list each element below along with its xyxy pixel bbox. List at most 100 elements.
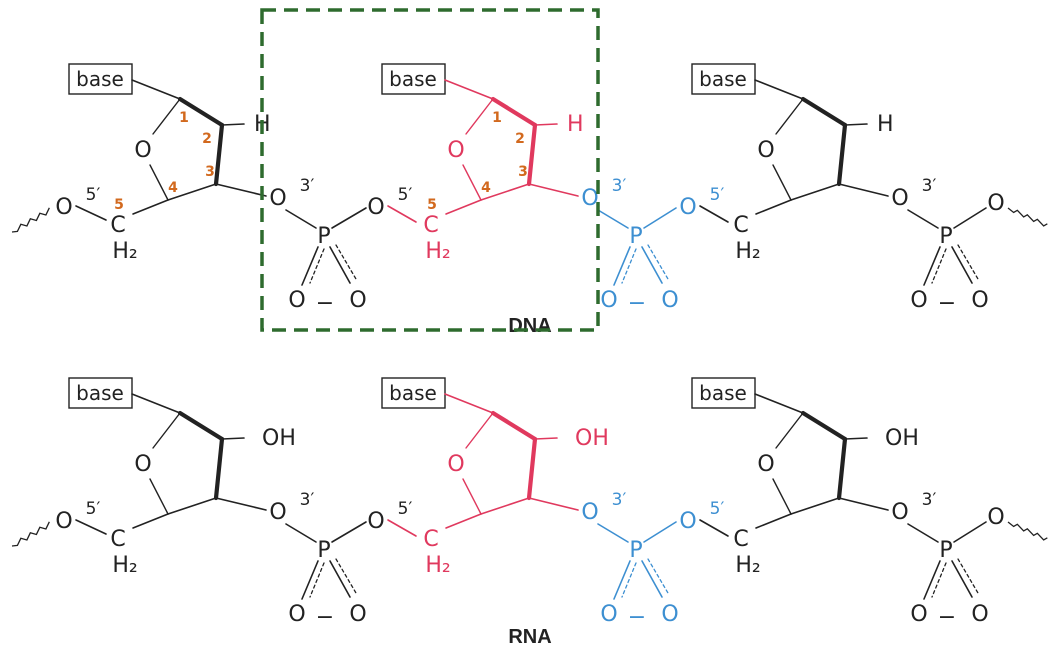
dna-unit2-3prime-oxygen-prime-label: 3′ (612, 176, 627, 196)
rna-nucleotide-2-glycosidic-bond (444, 393, 494, 414)
dna-phosphate1-o3-p-bond (285, 209, 317, 229)
dna-phosphate2-o3-p-bond (597, 209, 629, 229)
dna-nucleotide-2-c2-substituent-bond (534, 123, 558, 126)
rna-phosphate3-oxygen-left: O (910, 602, 927, 627)
dna-nucleotide-2-base-box (381, 63, 446, 95)
dna-phosphate3-p-o-partial-bond-right (957, 244, 979, 280)
dna-phosphate1-p-o-partial-bond (309, 248, 325, 284)
dna-nucleotide-2-carbon-number-4: 4 (481, 180, 491, 196)
rna-unit3-3prime-oxygen: O (891, 500, 908, 525)
rna-nucleotide-2-ring-bond-c1-c2 (490, 410, 538, 442)
dna-unit3-3prime-oxygen: O (891, 186, 908, 211)
rna-strand-title: RNA (508, 626, 551, 648)
dna-nucleotide-3-c5-carbon: C (733, 213, 748, 238)
rna-phosphate1-p-o-partial-bond-right (335, 558, 357, 594)
dna-nucleotide-2-carbon-number-1: 1 (492, 110, 502, 126)
rna-unit1-o5-c5-bond (75, 519, 107, 535)
rna-phosphate2-o3-p-bond (597, 523, 629, 543)
dna-right-continuation (1007, 207, 1048, 227)
rna-nucleotide-2-ring-oxygen: O (447, 452, 464, 477)
dna-phosphate2-phosphorus: P (629, 224, 642, 249)
rna-unit2-c3-o3-bond (528, 497, 579, 511)
rna-nucleotide-1-c5-h2: H₂ (112, 553, 137, 578)
dna-phosphate1-p-o5-bond (331, 207, 367, 229)
rna-unit2-3prime-oxygen-prime-label: 3′ (612, 490, 627, 510)
rna-unit2-5prime-oxygen: O (367, 509, 384, 534)
dna-nucleotide-2-c5-h2: H₂ (425, 239, 450, 264)
dna-nucleotide-2-carbon-number-3: 3 (518, 164, 528, 180)
rna-phosphate1-p-o5-bond (331, 521, 367, 543)
dna-phosphate3-oxygen-left: O (910, 288, 927, 313)
dna-nucleotide-1-ring-bond-c3-c4 (167, 183, 217, 201)
rna-nucleotide-3-c5-h2: H₂ (735, 553, 760, 578)
dna-nucleotide-1-c2-substituent-bond (221, 123, 245, 126)
dna-nucleotide-1-ring-bond-c1-c2 (177, 96, 225, 128)
dna-phosphate1-p-o-partial-bond-right (335, 244, 357, 280)
dna-unit2-c3-o3-bond (528, 183, 579, 197)
rna-unit2-o5-c5-bond (387, 519, 417, 537)
rna-phosphate1-p-o-partial-bond (309, 562, 325, 598)
dna-phosphate1-phosphorus: P (317, 224, 330, 249)
rna-phosphate2-negative-charge: − (628, 605, 646, 630)
dna-phosphate3-p-o-bond-right (951, 246, 973, 284)
dna-unit1-3prime-oxygen: O (269, 186, 286, 211)
dna-unit1-c3-o3-bond (215, 183, 267, 197)
dna-phosphate1-p-o-bond (301, 246, 319, 286)
rna-nucleotide-1-ring-bond-c4-o (149, 478, 169, 515)
dna-nucleotide-2-glycosidic-bond (444, 79, 494, 100)
dna-phosphate1-p-o-bond-right (329, 246, 351, 284)
dna-unit2-5prime-oxygen: O (367, 195, 384, 220)
dna-nucleotide-1-carbon-number-5: 5 (114, 197, 124, 213)
rna-nucleotide-1-c2-substituent: OH (262, 426, 296, 451)
rna-nucleotide-1-base-box (68, 377, 133, 409)
rna-nucleotide-2-base-label: base (389, 381, 437, 405)
nucleotide-highlight-box (260, 8, 600, 332)
rna-nucleotide-3-base-box (691, 377, 756, 409)
dna-nucleotide-3-base-label: base (699, 67, 747, 91)
rna-unit3-5prime-oxygen-prime-label: 5′ (710, 499, 725, 519)
rna-nucleotide-3-base-label: base (699, 381, 747, 405)
dna-phosphate3-p-o5-bond (953, 207, 987, 229)
rna-nucleotide-3-ring-bond-c3-c4 (790, 497, 840, 515)
dna-phosphate3-phosphorus: P (939, 224, 952, 249)
dna-nucleotide-2-ring-bond-o-c1 (465, 98, 494, 135)
dna-phosphate3-p-o-bond (923, 246, 941, 286)
dna-unit1-5prime-oxygen: O (55, 195, 72, 220)
dna-phosphate2-p-o-partial-bond (621, 248, 637, 284)
rna-phosphate3-p-o-partial-bond (931, 562, 947, 598)
rna-phosphate2-p-o-partial-bond-right (647, 558, 669, 594)
rna-nucleotide-1-ring-bond-c2-c3 (213, 436, 225, 501)
rna-nucleotide-3-glycosidic-bond (754, 393, 804, 414)
dna-phosphate2-oxygen-right: O (661, 288, 678, 313)
rna-nucleotide-1-ring-bond-c3-c4 (167, 497, 217, 515)
rna-nucleotide-2-ring-bond-o-c1 (465, 412, 494, 449)
rna-phosphate1-o3-p-bond (285, 523, 317, 543)
dna-phosphate2-p-o5-bond (643, 207, 677, 229)
dna-left-continuation (11, 207, 50, 233)
rna-phosphate1-p-o-bond (301, 560, 319, 600)
rna-phosphate3-negative-charge: − (938, 605, 956, 630)
rna-nucleotide-3-c2-substituent-bond (844, 437, 868, 440)
dna-unit3-c3-o3-bond (838, 183, 889, 197)
rna-phosphate1-negative-charge: − (316, 605, 334, 630)
rna-unit1-3prime-oxygen: O (269, 500, 286, 525)
dna-phosphate2-p-o-partial-bond-right (647, 244, 669, 280)
dna-nucleotide-2-c4-c5-bond (445, 199, 482, 215)
rna-unit3-5prime-oxygen: O (679, 509, 696, 534)
rna-nucleotide-1-base-label: base (76, 381, 124, 405)
rna-phosphate2-oxygen-left: O (600, 602, 617, 627)
rna-phosphate1-p-o-bond-right (329, 560, 351, 598)
dna-phosphate3-o3-p-bond (907, 209, 939, 229)
dna-strand-title: DNA (508, 315, 551, 337)
rna-phosphate2-p-o-bond (613, 560, 631, 600)
dna-unit3-5prime-oxygen-prime-label: 5′ (710, 185, 725, 205)
rna-phosphate1-phosphorus: P (317, 538, 330, 563)
dna-nucleotide-1-carbon-number-3: 3 (205, 164, 215, 180)
dna-nucleotide-1-ring-oxygen: O (134, 138, 151, 163)
dna-nucleotide-1-c5-carbon: C (110, 213, 125, 238)
dna-phosphate2-p-o-bond (613, 246, 631, 286)
dna-unit1-o5-c5-bond (75, 205, 107, 221)
rna-phosphate3-oxygen-right: O (971, 602, 988, 627)
rna-nucleotide-1-c2-substituent-bond (221, 437, 245, 440)
